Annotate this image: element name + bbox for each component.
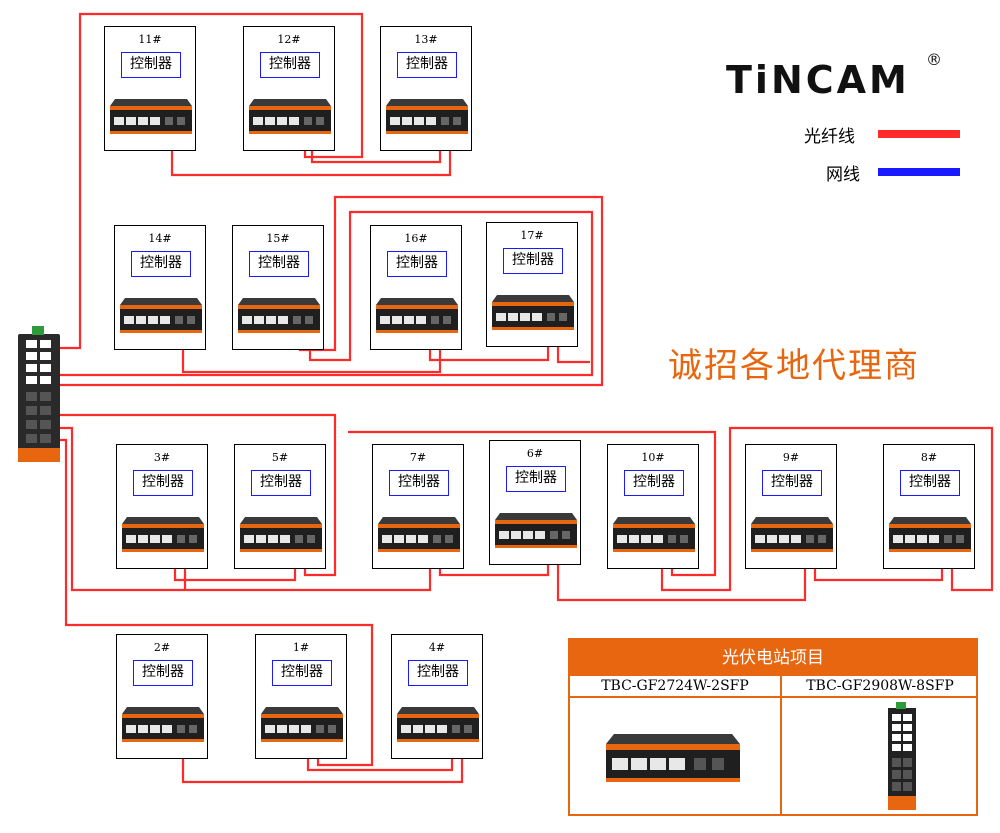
registered-mark: ® [926, 50, 942, 69]
station-box: 11# 控制器 [104, 26, 196, 151]
station-number: 15# [266, 232, 290, 245]
station-number: 2# [153, 641, 171, 654]
station-number: 8# [920, 451, 938, 464]
station-number: 16# [404, 232, 428, 245]
station-box: 5# 控制器 [234, 444, 326, 569]
controller-box: 控制器 [503, 248, 563, 274]
controller-box: 控制器 [408, 660, 468, 686]
product-image-2sfp [606, 734, 740, 782]
station-number: 10# [641, 451, 665, 464]
slogan: 诚招各地代理商 [668, 346, 920, 386]
fiber-link-row4-b [181, 742, 464, 784]
switch-icon [238, 298, 320, 333]
controller-box: 控制器 [121, 52, 181, 78]
station-box: 16# 控制器 [370, 225, 462, 350]
product-model-1: TBC-GF2724W-2SFP [601, 678, 749, 694]
station-box: 2# 控制器 [116, 634, 208, 759]
controller-box: 控制器 [131, 251, 191, 277]
station-box: 7# 控制器 [372, 444, 464, 569]
product-image-8sfp [888, 702, 916, 810]
switch-icon [240, 517, 322, 552]
station-box: 4# 控制器 [391, 634, 483, 759]
switch-icon [378, 517, 460, 552]
controller-box: 控制器 [762, 470, 822, 496]
switch-icon [376, 298, 458, 333]
panel-divider-vertical [780, 676, 782, 814]
controller-box: 控制器 [397, 52, 457, 78]
fiber-link-row3-b [60, 426, 432, 592]
legend-fiber-label: 光纤线 [804, 127, 855, 147]
fiber-link-row3-g [556, 552, 807, 602]
fiber-link-row2-a [181, 330, 442, 374]
fiber-link-row2-outer [60, 195, 604, 387]
switch-icon [386, 99, 468, 134]
controller-box: 控制器 [272, 660, 332, 686]
controller-box: 控制器 [133, 660, 193, 686]
fiber-link-row1 [170, 130, 452, 177]
switch-icon [122, 517, 204, 552]
legend-network-label: 网线 [826, 165, 860, 185]
project-panel: 光伏电站项目 TBC-GF2724W-2SFP TBC-GF2908W-8SFP [568, 638, 978, 816]
switch-icon [613, 517, 695, 552]
fiber-link-row3-h [660, 426, 994, 592]
station-box: 14# 控制器 [114, 225, 206, 350]
core-switch-icon [18, 326, 60, 462]
project-title: 光伏电站项目 [570, 640, 976, 676]
station-number: 3# [153, 451, 171, 464]
station-box: 17# 控制器 [486, 222, 578, 347]
station-box: 10# 控制器 [607, 444, 699, 569]
fiber-link-row2-inner [60, 210, 594, 377]
controller-box: 控制器 [900, 470, 960, 496]
panel-divider-horizontal [570, 696, 976, 698]
switch-icon [492, 295, 574, 330]
controller-box: 控制器 [389, 470, 449, 496]
station-number: 12# [277, 33, 301, 46]
switch-icon [495, 513, 577, 548]
station-number: 11# [138, 33, 162, 46]
station-box: 1# 控制器 [255, 634, 347, 759]
switch-icon [122, 707, 204, 742]
station-box: 3# 控制器 [116, 444, 208, 569]
station-number: 13# [414, 33, 438, 46]
station-number: 1# [292, 641, 310, 654]
controller-box: 控制器 [133, 470, 193, 496]
station-number: 9# [782, 451, 800, 464]
controller-box: 控制器 [249, 251, 309, 277]
product-model-2: TBC-GF2908W-8SFP [806, 678, 954, 694]
station-number: 6# [526, 447, 544, 460]
station-box: 15# 控制器 [232, 225, 324, 350]
switch-icon [751, 517, 833, 552]
switch-icon [110, 99, 192, 134]
controller-box: 控制器 [506, 466, 566, 492]
station-box: 13# 控制器 [380, 26, 472, 151]
fiber-link-row4-a [60, 438, 374, 767]
controller-box: 控制器 [251, 470, 311, 496]
controller-box: 控制器 [260, 52, 320, 78]
switch-icon [249, 99, 331, 134]
station-number: 7# [409, 451, 427, 464]
station-number: 5# [271, 451, 289, 464]
legend-fiber-swatch [878, 130, 960, 138]
brand-logo: TiNCAM [726, 58, 910, 102]
station-number: 14# [148, 232, 172, 245]
station-box: 12# 控制器 [243, 26, 335, 151]
station-number: 4# [428, 641, 446, 654]
switch-icon [397, 707, 479, 742]
switch-icon [889, 517, 971, 552]
legend-network-swatch [878, 168, 960, 176]
controller-box: 控制器 [387, 251, 447, 277]
switch-icon [261, 707, 343, 742]
station-box: 9# 控制器 [745, 444, 837, 569]
station-number: 17# [520, 229, 544, 242]
controller-box: 控制器 [624, 470, 684, 496]
switch-icon [120, 298, 202, 333]
station-box: 8# 控制器 [883, 444, 975, 569]
fiber-link-top [60, 12, 364, 350]
station-box: 6# 控制器 [489, 440, 581, 565]
